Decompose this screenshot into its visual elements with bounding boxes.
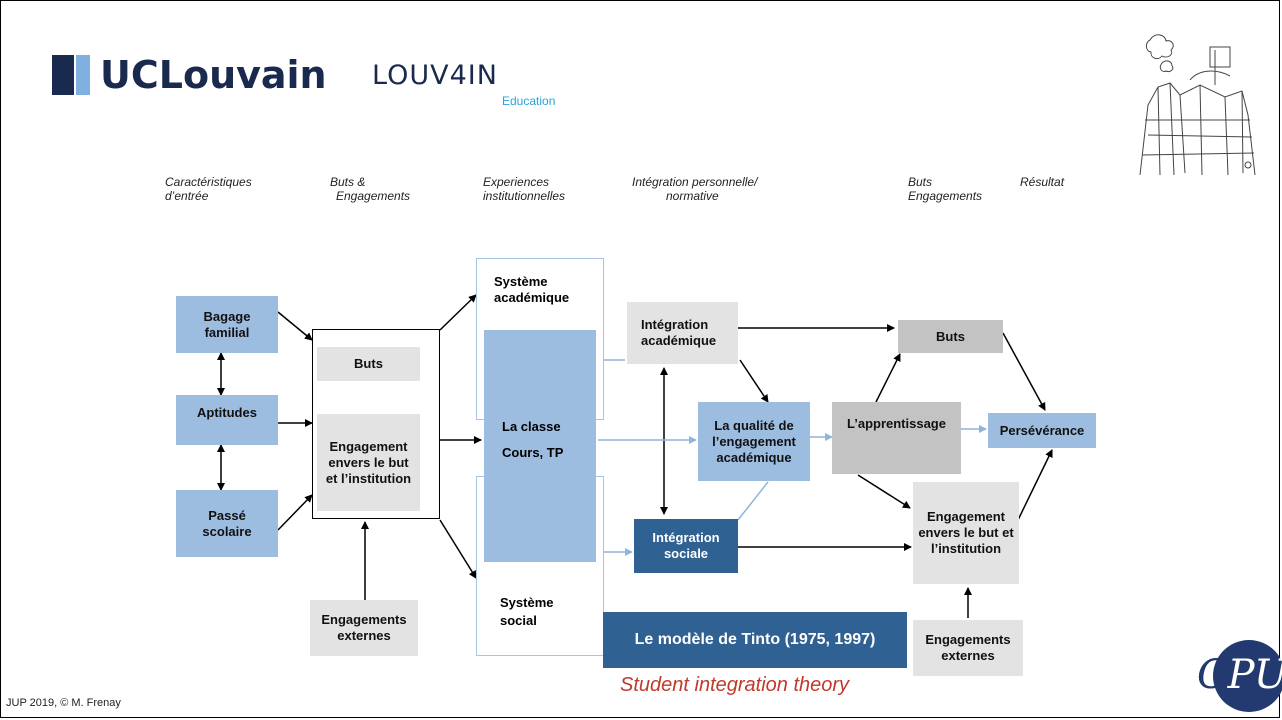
box-perseverance: Persévérance: [988, 413, 1096, 448]
header-experiences-line1: Experiences: [483, 175, 550, 189]
header-caracteristiques: Caractéristiques d’entrée: [165, 175, 252, 203]
header-caracteristiques-line2: d’entrée: [165, 189, 209, 203]
education-label: Education: [502, 94, 556, 108]
cpu-logo: CPU: [1175, 640, 1282, 720]
label-la-classe: La classe: [502, 419, 561, 434]
label-systeme-academique: Système académique: [494, 274, 570, 305]
uclouvain-logo: UCLouvain: [50, 52, 327, 102]
box-la-classe: La classe Cours, TP: [484, 330, 596, 562]
model-subtitle: Student integration theory: [620, 674, 850, 696]
box-aptitudes: Aptitudes: [176, 395, 278, 445]
box-integration-sociale: Intégration sociale: [634, 519, 738, 573]
header-buts-line1: Buts &: [330, 175, 366, 189]
louvain-wordmark: LOUV4IN: [372, 60, 498, 91]
uclouvain-logo-mark: [52, 55, 74, 95]
header-experiences: Experiences institutionnelles: [483, 175, 565, 203]
box-buts-2: Buts: [898, 320, 1003, 353]
louvain-education-logo: LOUV4IN Education: [372, 60, 572, 112]
footer-credit: JUP 2019, © M. Frenay: [6, 697, 121, 709]
box-buts-1: Buts: [317, 347, 420, 381]
box-bagage-familial: Bagage familial: [176, 296, 278, 353]
header-buts-line2: Engagements: [336, 189, 411, 203]
header-resultat: Résultat: [1020, 175, 1065, 189]
header-buts-engagements-2: Buts Engagements: [908, 175, 982, 203]
header-buts-engagements: Buts & Engagements: [330, 175, 410, 203]
cpu-logo-text: CPU: [1197, 652, 1282, 698]
box-qualite-engagement: La qualité de l’engagement académique: [698, 402, 810, 481]
header-buts2-line2: Engagements: [908, 189, 983, 203]
label-systeme-social: Système social: [500, 595, 554, 628]
header-integration-line2: normative: [666, 189, 719, 203]
header-integration-line1: Intégration personnelle/: [632, 175, 758, 189]
uclouvain-wordmark: UCLouvain: [100, 53, 327, 97]
box-apprentissage: L’apprentissage: [832, 402, 961, 474]
box-engagement-1: Engagement envers le but et l’institutio…: [317, 414, 420, 511]
header-experiences-line2: institutionnelles: [483, 189, 566, 203]
header-integration-personnelle: Intégration personnelle/ normative: [632, 175, 757, 203]
box-engagements-externes-2: Engagements externes: [913, 620, 1023, 676]
box-integration-academique: Intégration académique: [627, 302, 738, 364]
engagement-column-frame: [312, 329, 440, 519]
bridge-sketch-icon: [1139, 34, 1256, 176]
label-cours-tp: Cours, TP: [502, 445, 564, 460]
uclouvain-logo-mark-light: [76, 55, 90, 95]
cpu-logo-circle: [1213, 640, 1282, 712]
model-title-box: Le modèle de Tinto (1975, 1997): [603, 612, 907, 668]
header-caracteristiques-line1: Caractéristiques: [165, 175, 252, 189]
header-buts2-line1: Buts: [908, 175, 933, 189]
box-passe-scolaire: Passé scolaire: [176, 490, 278, 557]
box-engagement-2: Engagement envers le but et l’institutio…: [913, 482, 1019, 584]
box-engagements-externes-1: Engagements externes: [310, 600, 418, 656]
